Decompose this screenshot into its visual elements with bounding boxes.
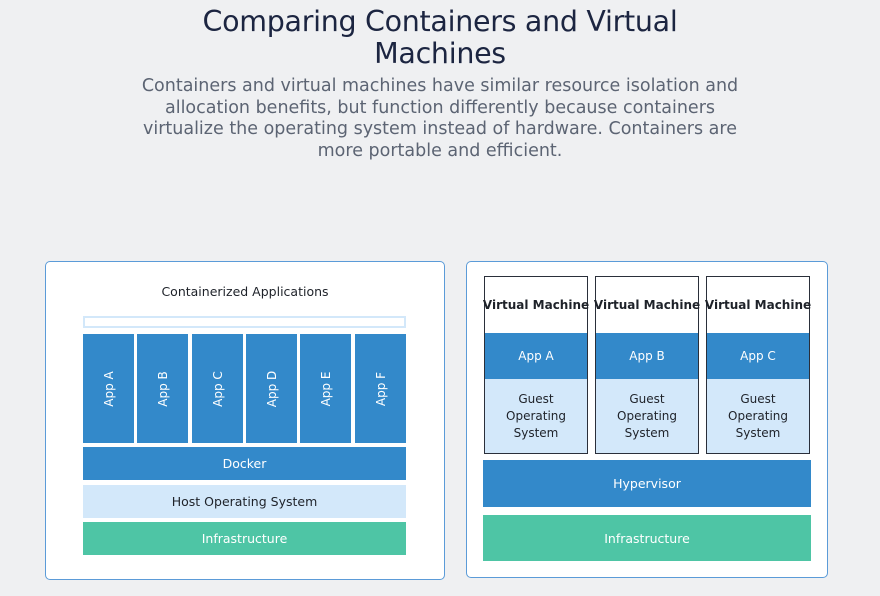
host-os-layer: Host Operating System [83,485,406,518]
hypervisor-layer: Hypervisor [483,460,811,507]
containers-panel: Containerized Applications App A App B A… [45,261,445,580]
guest-os-line: Operating [506,408,566,423]
vm-app: App A [485,333,587,379]
page-subtitle: Containers and virtual machines have sim… [141,76,739,161]
virtual-machine-3: Virtual Machine App C Guest Operating Sy… [704,276,812,454]
virtual-machines-panel: Virtual Machine App A Guest Operating Sy… [466,261,828,578]
container-app-a: App A [83,334,134,443]
vm-app: App C [707,333,809,379]
container-app-f: App F [355,334,406,443]
container-app-label: App F [373,371,388,406]
vm-app: App B [596,333,698,379]
guest-os: Guest Operating System [485,379,587,453]
virtual-machine-1: Virtual Machine App A Guest Operating Sy… [482,276,590,454]
guest-os-line: System [624,425,670,440]
containers-top-bar [83,316,406,328]
page-title-line-1: Comparing Containers and Virtual [202,5,678,38]
guest-os-line: Guest [629,391,665,406]
containers-heading: Containerized Applications [161,284,329,299]
vm-infrastructure-layer: Infrastructure [483,515,811,561]
container-app-c: App C [192,334,243,443]
guest-os-line: Guest [740,391,776,406]
containers-infrastructure-layer: Infrastructure [83,522,406,555]
container-app-label: App C [210,370,225,407]
container-app-label: App B [155,370,170,407]
virtual-machine-2: Virtual Machine App B Guest Operating Sy… [593,276,701,454]
docker-layer: Docker [83,447,406,480]
guest-os: Guest Operating System [596,379,698,453]
guest-os-line: Guest [518,391,554,406]
guest-os-line: Operating [617,408,677,423]
guest-os-line: Operating [728,408,788,423]
vm-title: Virtual Machine [593,298,701,312]
vm-title: Virtual Machine [704,298,812,312]
page-title: Comparing Containers and Virtual Machine… [0,6,880,70]
vm-title: Virtual Machine [482,298,590,312]
container-app-d: App D [246,334,297,443]
container-app-label: App D [264,370,279,407]
container-app-b: App B [137,334,188,443]
container-app-label: App A [101,370,116,407]
page-title-line-2: Machines [374,37,506,70]
guest-os-line: System [735,425,781,440]
container-app-label: App E [318,371,333,406]
container-app-e: App E [300,334,351,443]
guest-os: Guest Operating System [707,379,809,453]
guest-os-line: System [513,425,559,440]
